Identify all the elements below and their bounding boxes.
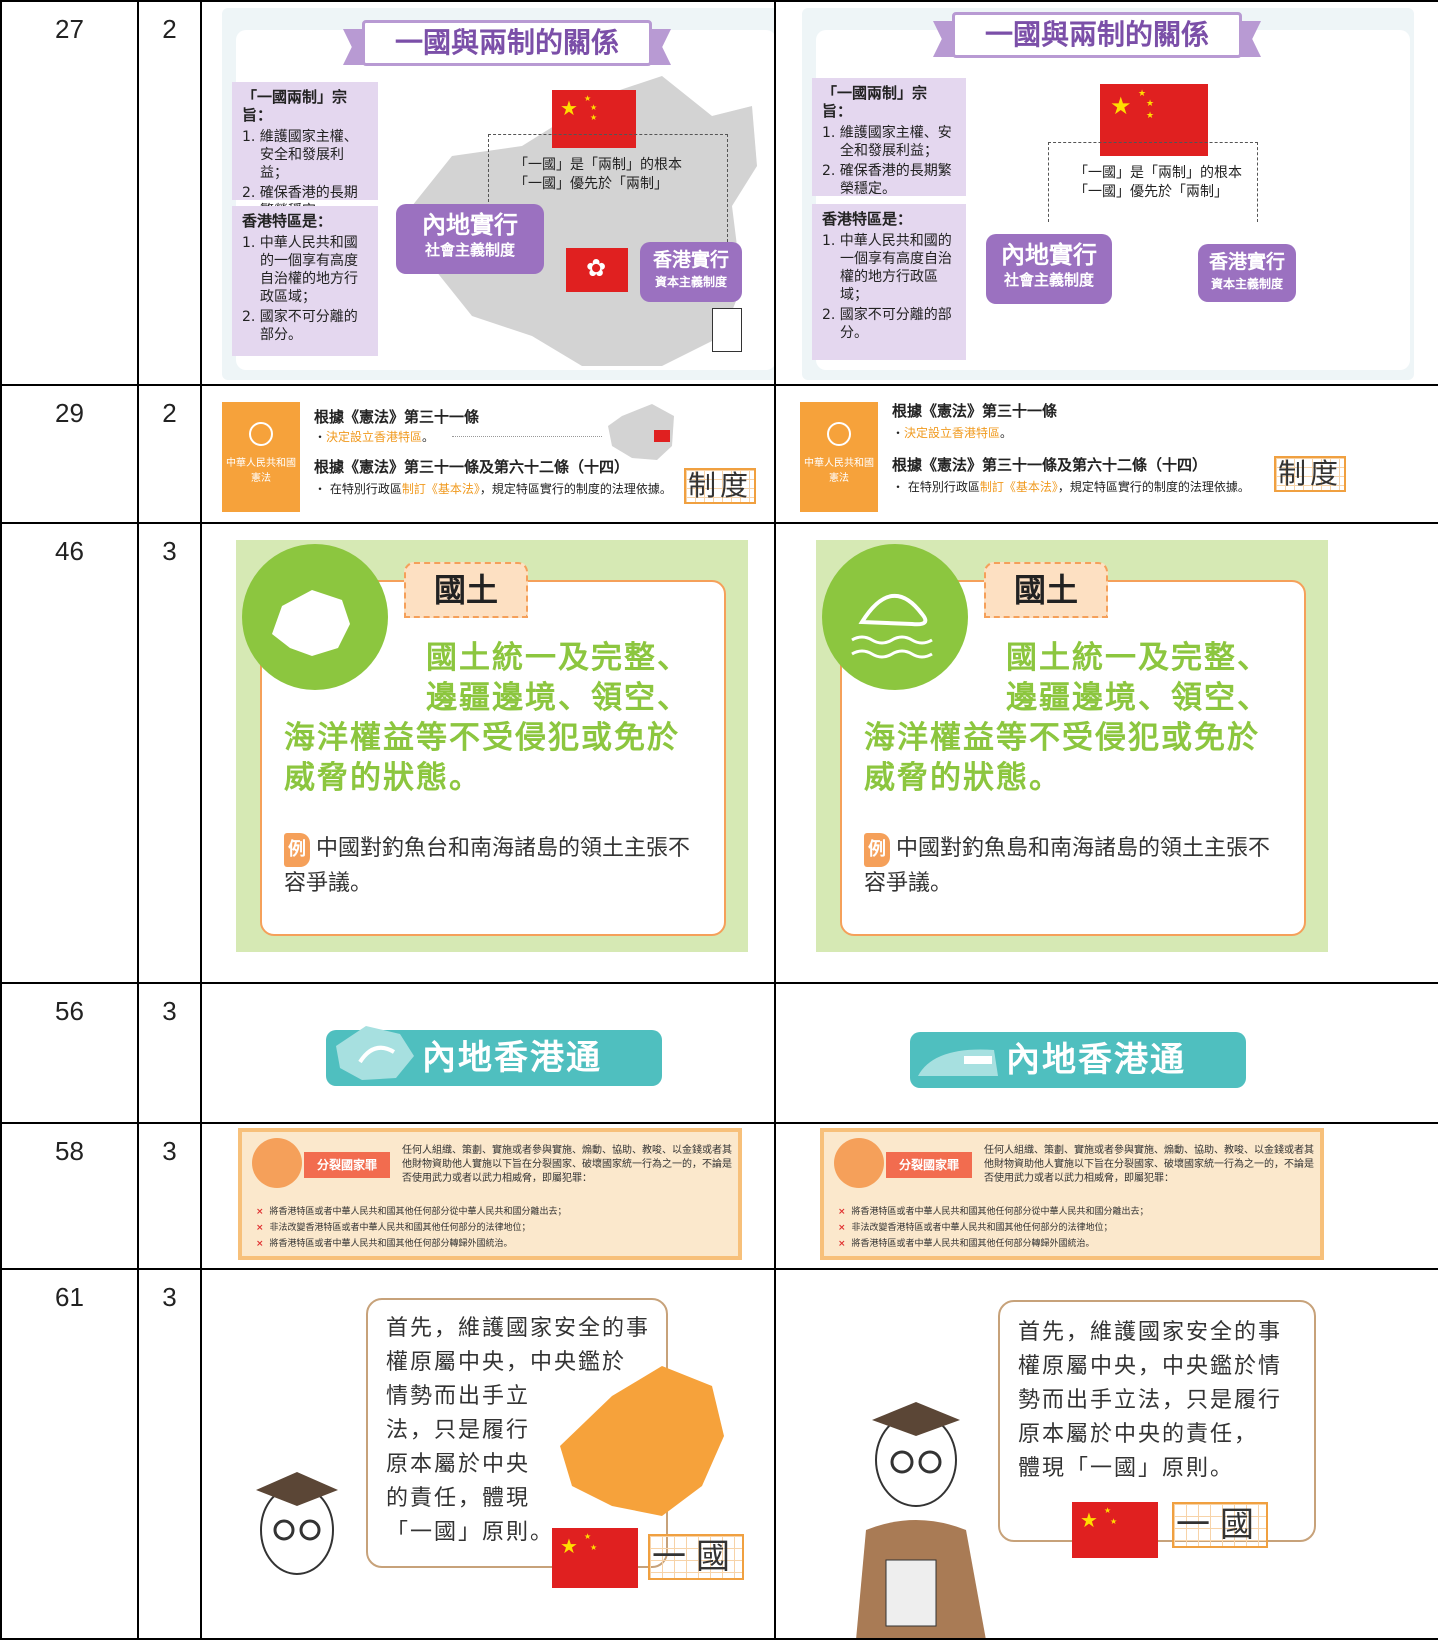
offence-label: 分裂國家罪: [886, 1152, 972, 1178]
figure-title: 一國與兩制的關係: [952, 12, 1242, 58]
china-map-icon: [242, 544, 388, 690]
figure-title: 一國與兩制的關係: [362, 20, 652, 66]
revised-image-cell: 首先，維護國家安全的事 權原屬中央，中央鑑於情 勢而出手立法，只是履行 原本屬於…: [774, 1268, 1438, 1640]
revised-image-cell: 國土 國土統一及完整、 邊疆邊境、領空、 海洋權益等不受侵犯或免於 威脅的狀態。…: [774, 522, 1438, 984]
table-row: 61 3 首先，維護國家安全的事 權原屬中央，中央鑑於 情勢而出手立 法，只是履…: [0, 1268, 1438, 1640]
china-map-orange-icon: [560, 1366, 724, 1516]
aim-box: 「一國兩制」宗旨： 1. 維護國家主權、安全和發展利益； 2. 確保香港的長期繁…: [812, 78, 966, 197]
relationship-note: 「一國」是「兩制」的根本 「一國」優先於「兩制」: [1074, 165, 1242, 200]
territory-card-revised: 國土 國土統一及完整、 邊疆邊境、領空、 海洋權益等不受侵犯或免於 威脅的狀態。…: [816, 540, 1328, 952]
article-31-point: ・決定設立香港特區。: [892, 426, 1013, 440]
original-image-cell: 一國與兩制的關係 「一國兩制」宗旨： 1. 維護國家主權、安全和發展利益； 2.…: [200, 0, 776, 386]
china-flag-icon: ★ ★ ★: [552, 1528, 638, 1588]
mainland-hk-banner-revised: 內地香港通: [910, 1032, 1246, 1088]
term-zhidu: 制度: [1274, 456, 1346, 492]
hk-flag-icon: ✿: [566, 248, 628, 292]
scholar-character-icon: [256, 1472, 338, 1575]
article-31-point: ・決定設立香港特區。: [314, 430, 435, 444]
revised-image-cell: 一國與兩制的關係 「一國兩制」宗旨： 1. 維護國家主權、安全和發展利益； 2.…: [774, 0, 1438, 386]
page-number: 27: [0, 0, 139, 386]
term-one-country: 一國: [648, 1534, 744, 1580]
example-text: 例中國對釣魚島和南海諸島的領土主張不容爭議。: [864, 832, 1284, 901]
revised-image-cell: 分裂國家罪 任何人組織、策劃、實施或者參與實施、煽動、協助、教唆、以金錢或者其他…: [774, 1122, 1438, 1270]
chapter-number: 3: [137, 982, 202, 1124]
constitution-book-icon: 中華人民共和國憲法: [222, 402, 300, 512]
chapter-number: 3: [137, 1268, 202, 1640]
mainland-socialism-bubble: 內地實行 社會主義制度: [396, 204, 544, 274]
section-tab: 國土: [404, 562, 528, 618]
section-tab: 國土: [984, 562, 1108, 618]
speech-bubble: 首先，維護國家安全的事 權原屬中央，中央鑑於 情勢而出手立 法，只是履行 原本屬…: [366, 1298, 668, 1568]
relationship-note: 「一國」是「兩制」的根本 「一國」優先於「兩制」: [514, 157, 682, 192]
mainland-hk-banner-original: 內地香港通: [326, 1026, 662, 1086]
original-image-cell: 中華人民共和國憲法 根據《憲法》第三十一條 ・決定設立香港特區。 根據《憲法》第…: [200, 384, 776, 524]
table-row: 46 3 國土 國土統一及完整、 邊疆邊境、領空、 海洋權益等不受侵犯或免於 威…: [0, 522, 1438, 984]
article-31-62-heading: 根據《憲法》第三十一條及第六十二條（十四）: [314, 458, 630, 476]
term-one-country: 一國: [1172, 1502, 1268, 1548]
territory-card-original: 國土 國土統一及完整、 邊疆邊境、領空、 海洋權益等不受侵犯或免於 威脅的狀態。…: [236, 540, 748, 952]
island-waves-icon: [822, 544, 968, 690]
term-zhidu: 制度: [684, 468, 756, 504]
secession-offence-box-revised: 分裂國家罪 任何人組織、策劃、實施或者參與實施、煽動、協助、教唆、以金錢或者其他…: [820, 1128, 1324, 1260]
south-china-sea-inset: [712, 308, 742, 352]
one-country-two-systems-figure-original: 一國與兩制的關係 「一國兩制」宗旨： 1. 維護國家主權、安全和發展利益； 2.…: [222, 8, 773, 380]
island-waves-icon: [834, 1138, 884, 1188]
example-text: 例中國對釣魚台和南海諸島的領土主張不容爭議。: [284, 832, 704, 901]
page-number: 58: [0, 1122, 139, 1270]
original-image-cell: 分裂國家罪 任何人組織、策劃、實施或者參與實施、煽動、協助、教唆、以金錢或者其他…: [200, 1122, 776, 1270]
chapter-number: 2: [137, 0, 202, 386]
revised-image-cell: 中華人民共和國憲法 根據《憲法》第三十一條 ・決定設立香港特區。 根據《憲法》第…: [774, 384, 1438, 524]
high-speed-train-icon: [918, 1049, 998, 1076]
article-31-heading: 根據《憲法》第三十一條: [892, 402, 1058, 420]
one-country-two-systems-figure-revised: 一國與兩制的關係 「一國兩制」宗旨： 1. 維護國家主權、安全和發展利益； 2.…: [802, 8, 1414, 380]
aim-box: 「一國兩制」宗旨： 1. 維護國家主權、安全和發展利益； 2. 確保香港的長期繁…: [232, 82, 378, 219]
offence-text: 任何人組織、策劃、實施或者參與實施、煽動、協助、教唆、以金錢或者其他財物資助他人…: [402, 1145, 732, 1184]
original-image-cell: 首先，維護國家安全的事 權原屬中央，中央鑑於 情勢而出手立 法，只是履行 原本屬…: [200, 1268, 776, 1640]
table-row: 56 3 內地香港通 內地香港通: [0, 982, 1438, 1124]
original-image-cell: 內地香港通: [200, 982, 776, 1124]
china-map-icon: [608, 404, 674, 460]
scholar-teacher-icon: [856, 1402, 986, 1637]
china-flag-icon: ★ ★ ★: [1072, 1502, 1158, 1558]
chapter-number: 2: [137, 384, 202, 524]
secession-offence-box-original: 分裂國家罪 任何人組織、策劃、實施或者參與實施、煽動、協助、教唆、以金錢或者其他…: [238, 1128, 742, 1260]
original-image-cell: 國土 國土統一及完整、 邊疆邊境、領空、 海洋權益等不受侵犯或免於 威脅的狀態。…: [200, 522, 776, 984]
chapter-number: 3: [137, 522, 202, 984]
table-row: 27 2 一國與兩制的關係 「一國兩制」宗旨： 1. 維護國家主權、安全和發展利…: [0, 0, 1438, 386]
speech-bubble: 首先，維護國家安全的事 權原屬中央，中央鑑於情 勢而出手立法，只是履行 原本屬於…: [998, 1300, 1316, 1542]
mainland-socialism-bubble: 內地實行 社會主義制度: [986, 234, 1112, 304]
china-flag-icon: ★ ★ ★ ★: [1100, 84, 1208, 156]
hk-status-box: 香港特區是： 1. 中華人民共和國的一個享有高度自治權的地方行政區域； 2. 國…: [812, 204, 966, 360]
china-map-icon: [252, 1138, 302, 1188]
chapter-number: 3: [137, 1122, 202, 1270]
article-31-heading: 根據《憲法》第三十一條: [314, 408, 480, 426]
china-flag-icon: ★ ★ ★ ★: [552, 90, 636, 148]
offence-label: 分裂國家罪: [304, 1152, 390, 1178]
revised-image-cell: 內地香港通: [774, 982, 1438, 1124]
page-number: 61: [0, 1268, 139, 1640]
hk-capitalism-bubble: 香港實行 資本主義制度: [640, 242, 742, 302]
offence-text: 任何人組織、策劃、實施或者參與實施、煽動、協助、教唆、以金錢或者其他財物資助他人…: [984, 1145, 1314, 1184]
page-number: 46: [0, 522, 139, 984]
article-31-62-heading: 根據《憲法》第三十一條及第六十二條（十四）: [892, 456, 1208, 474]
table-row: 58 3 分裂國家罪 任何人組織、策劃、實施或者參與實施、煽動、協助、教唆、以金…: [0, 1122, 1438, 1270]
article-31-62-point: ・ 在特別行政區制訂《基本法》，規定特區實行的制度的法理依據。: [892, 480, 1250, 494]
hk-status-box: 香港特區是： 1. 中華人民共和國的一個享有高度自治權的地方行政區域； 2. 國…: [232, 206, 378, 356]
china-map-arrows-icon: [336, 1026, 414, 1080]
article-31-62-point: ・ 在特別行政區制訂《基本法》，規定特區實行的制度的法理依據。: [314, 482, 672, 496]
page-number: 56: [0, 982, 139, 1124]
hk-capitalism-bubble: 香港實行 資本主義制度: [1198, 244, 1296, 302]
page-number: 29: [0, 384, 139, 524]
table-row: 29 2 中華人民共和國憲法 根據《憲法》第三十一條 ・決定設立香港特區。 根據…: [0, 384, 1438, 524]
constitution-book-icon: 中華人民共和國憲法: [800, 402, 878, 512]
